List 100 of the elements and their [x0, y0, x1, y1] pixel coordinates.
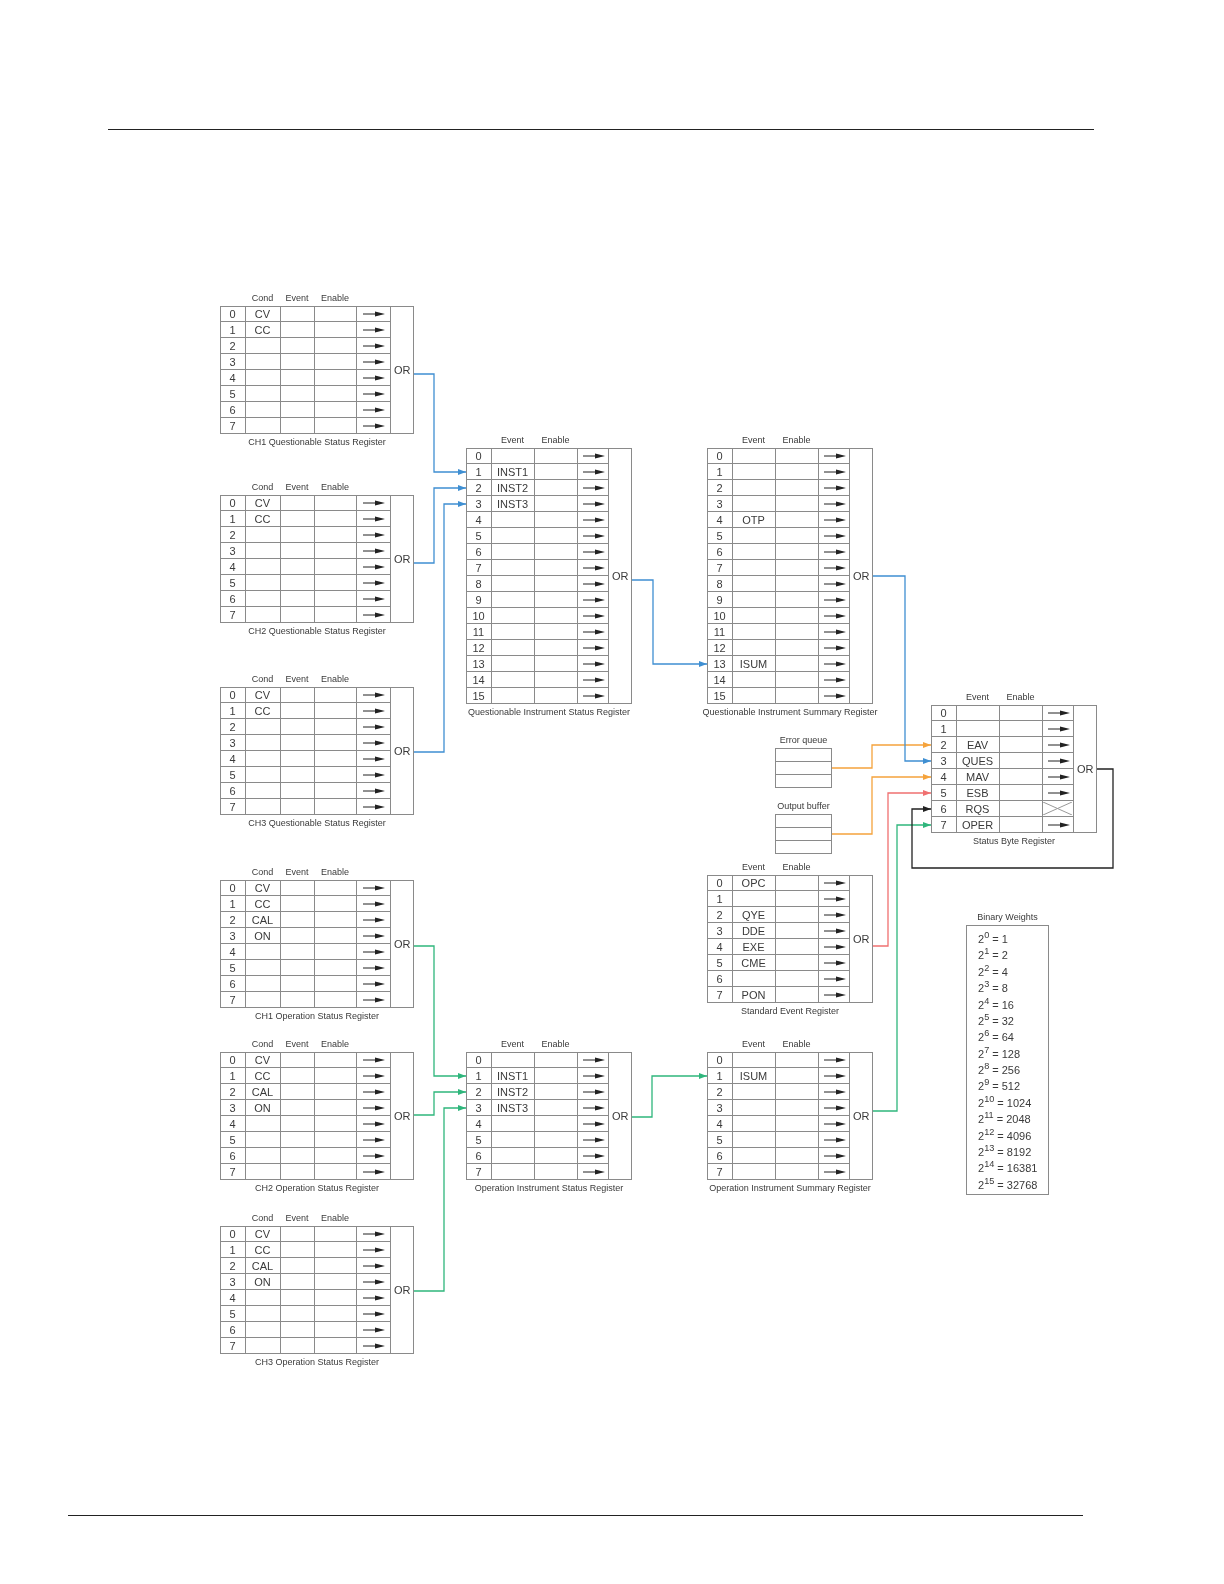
bit-number: 6 — [229, 592, 236, 606]
bit-number: 2 — [229, 913, 236, 927]
column-header: Event — [742, 435, 765, 446]
bit-label: CV — [254, 688, 271, 702]
bit-number: 0 — [229, 881, 236, 895]
register-row — [466, 480, 608, 496]
weight-entry: 2$^{6}$ = 64 — [978, 1027, 1014, 1044]
register-row — [466, 1052, 608, 1068]
bit-number: 5 — [229, 768, 236, 782]
bit-label: CAL — [251, 1085, 274, 1099]
register-row — [466, 1132, 608, 1148]
bit-number: 6 — [229, 1323, 236, 1337]
register-row — [931, 721, 1073, 737]
register-row — [707, 496, 849, 512]
bit-number: 5 — [940, 786, 947, 800]
register-row — [220, 1132, 390, 1148]
weight-entry: 2$^{10}$ = 1024 — [978, 1092, 1032, 1110]
bit-number: 6 — [229, 403, 236, 417]
bit-number: 1 — [229, 1243, 236, 1257]
register-row — [220, 527, 390, 543]
register-row — [466, 1100, 608, 1116]
bit-number: 2 — [475, 481, 482, 495]
bit-number: 6 — [229, 977, 236, 991]
register-title: Questionable Instrument Summary Register — [702, 707, 878, 718]
column-header: Event — [285, 482, 309, 493]
register-row — [220, 735, 390, 751]
bit-label: OTP — [742, 513, 765, 527]
column-header: Event — [285, 1039, 309, 1050]
bit-label: CV — [254, 496, 271, 510]
bit-number: 4 — [229, 945, 236, 959]
bit-number: 13 — [713, 657, 726, 671]
bit-number: 7 — [229, 608, 236, 622]
register-row — [220, 960, 390, 976]
column-header: Event — [285, 293, 309, 304]
bit-number: 0 — [716, 1053, 723, 1067]
register-row — [707, 875, 849, 891]
bit-number: 0 — [229, 496, 236, 510]
register-row — [220, 880, 390, 896]
bit-number: 3 — [229, 1101, 236, 1115]
bit-label: CC — [254, 1243, 271, 1257]
register-row — [220, 767, 390, 783]
bit-number: 4 — [716, 513, 723, 527]
bit-number: 3 — [229, 544, 236, 558]
bit-label: RQS — [965, 802, 990, 816]
bit-number: 7 — [229, 800, 236, 814]
register-row — [466, 512, 608, 528]
column-header: Enable — [782, 435, 811, 446]
bit-number: 4 — [475, 513, 482, 527]
bit-number: 2 — [229, 339, 236, 353]
bit-number: 15 — [713, 689, 726, 703]
register-title: CH3 Questionable Status Register — [248, 818, 386, 829]
register-row — [220, 354, 390, 370]
bit-number: 4 — [229, 371, 236, 385]
register-row — [220, 559, 390, 575]
bit-number: 7 — [229, 993, 236, 1007]
bit-number: 0 — [940, 706, 947, 720]
bit-number: 5 — [716, 529, 723, 543]
bit-label: ISUM — [739, 1069, 768, 1083]
register-row — [220, 575, 390, 591]
register-title: Operation Instrument Status Register — [474, 1183, 624, 1194]
bit-label: INST2 — [496, 1085, 529, 1099]
register-row — [707, 1068, 849, 1084]
column-header: Event — [501, 435, 524, 446]
bit-label: CC — [254, 323, 271, 337]
bit-number: 3 — [716, 924, 723, 938]
bit-number: 2 — [940, 738, 947, 752]
bit-label: OPER — [961, 818, 994, 832]
bit-number: 9 — [475, 593, 482, 607]
bit-number: 14 — [472, 673, 485, 687]
or-column: OR — [608, 448, 632, 704]
bit-number: 5 — [229, 961, 236, 975]
bit-number: 9 — [716, 593, 723, 607]
weight-entry: 2$^{1}$ = 2 — [978, 945, 1008, 963]
table-title: Binary Weights — [977, 912, 1038, 923]
weight-entry: 2$^{14}$ = 16381 — [978, 1158, 1038, 1175]
register-row — [220, 976, 390, 992]
bit-number: 5 — [475, 529, 482, 543]
column-header: Enable — [541, 435, 570, 446]
bit-number: 7 — [475, 561, 482, 575]
bit-number: 3 — [716, 497, 723, 511]
weight-entry: 2$^{2}$ = 4 — [978, 961, 1008, 979]
register-row — [931, 753, 1073, 769]
register-row — [220, 1290, 390, 1306]
or-column: OR — [1073, 705, 1097, 833]
register-row — [220, 1116, 390, 1132]
weight-entry: 2$^{15}$ = 32768 — [978, 1174, 1038, 1192]
weights-table — [966, 912, 1049, 1195]
or-column: OR — [390, 880, 414, 1008]
bit-label: ON — [254, 1101, 271, 1115]
register-row — [466, 656, 608, 672]
bit-number: 8 — [475, 577, 482, 591]
register-row — [220, 386, 390, 402]
bit-number: 1 — [229, 897, 236, 911]
register-row — [220, 1052, 390, 1068]
register-row — [707, 528, 849, 544]
weight-entry: 2$^{7}$ = 128 — [978, 1043, 1021, 1061]
register-row — [466, 592, 608, 608]
bit-number: 3 — [229, 1275, 236, 1289]
bit-number: 6 — [940, 802, 947, 816]
bit-label: ON — [254, 929, 271, 943]
